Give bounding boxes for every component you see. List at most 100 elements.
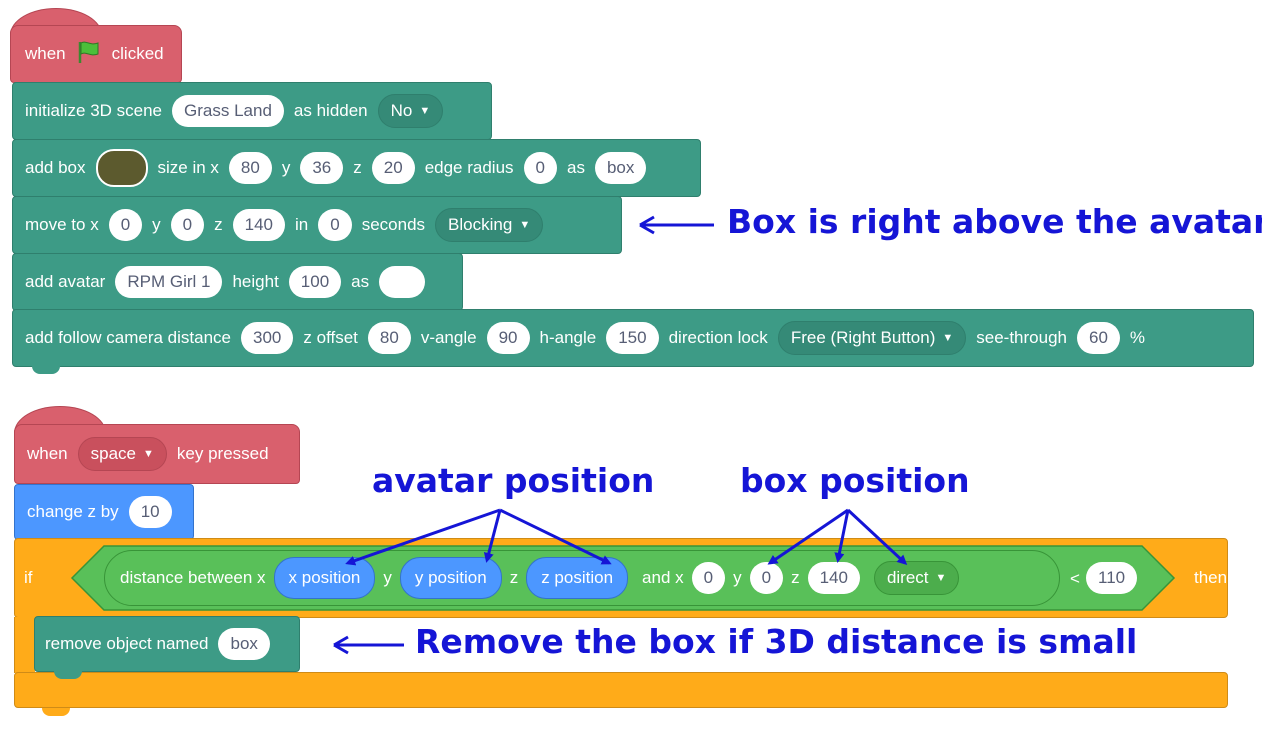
threshold-input[interactable]: 110 [1086, 562, 1138, 594]
seconds-input[interactable]: 0 [318, 209, 352, 241]
see-through-input[interactable]: 60 [1077, 322, 1120, 354]
box-z-input[interactable]: 140 [807, 562, 860, 594]
if-label: if [24, 568, 33, 587]
height-input[interactable]: 100 [288, 266, 342, 298]
caret-down-icon: ▼ [519, 219, 531, 231]
y-position-reporter[interactable]: y position [399, 557, 502, 599]
as-label: as [351, 272, 370, 291]
move-mode-value: Blocking [448, 215, 513, 234]
as-label: as [567, 158, 585, 177]
size-y-input[interactable]: 36 [300, 152, 344, 184]
move-mode-dropdown[interactable]: Blocking ▼ [435, 208, 544, 242]
less-than-label: < [1070, 569, 1080, 588]
v-angle-input[interactable]: 90 [486, 322, 530, 354]
add-avatar-block[interactable]: add avatar RPM Girl 1 height 100 as [12, 253, 463, 311]
z-label: z [509, 568, 519, 587]
z-label: z [791, 568, 800, 587]
box-y-input[interactable]: 0 [749, 562, 784, 594]
remove-name-input[interactable]: box [218, 628, 270, 660]
green-flag-icon [76, 40, 102, 69]
add-avatar-label: add avatar [25, 272, 106, 291]
h-angle-input[interactable]: 150 [606, 322, 659, 354]
change-z-block[interactable]: change z by 10 [14, 484, 194, 540]
edge-radius-label: edge radius [424, 158, 514, 177]
h-angle-label: h-angle [539, 328, 597, 347]
key-dropdown[interactable]: space ▼ [77, 437, 167, 471]
hidden-value: No [390, 101, 413, 120]
z-offset-input[interactable]: 80 [367, 322, 411, 354]
x-position-reporter[interactable]: x position [273, 557, 376, 599]
avatar-name-input[interactable] [379, 266, 426, 298]
distance-mode-dropdown[interactable]: direct ▼ [873, 561, 960, 595]
add-box-label: add box [25, 158, 86, 177]
size-z-input[interactable]: 20 [371, 152, 415, 184]
z-offset-label: z offset [303, 328, 358, 347]
when-label: when [27, 444, 68, 463]
annotation-remove-box: Remove the box if 3D distance is small [415, 622, 1138, 661]
follow-camera-label: add follow camera distance [25, 328, 232, 347]
if-footer [14, 672, 1228, 708]
when-label: when [25, 44, 66, 63]
block-notch [32, 366, 60, 374]
clicked-label: clicked [111, 44, 164, 63]
change-z-label: change z by [27, 502, 119, 521]
when-key-pressed-block[interactable]: when space ▼ key pressed [14, 424, 300, 484]
block-notch [42, 708, 70, 716]
distance-mode-value: direct [886, 568, 929, 587]
direction-lock-label: direction lock [668, 328, 768, 347]
move-x-input[interactable]: 0 [108, 209, 143, 241]
move-to-block[interactable]: move to x 0 y 0 z 140 in 0 seconds Block… [12, 196, 622, 254]
v-angle-label: v-angle [420, 328, 477, 347]
edge-radius-input[interactable]: 0 [523, 152, 557, 184]
height-label: height [232, 272, 279, 291]
if-side [14, 617, 35, 673]
z-label: z [353, 158, 362, 177]
then-label: then [1194, 568, 1228, 587]
move-y-input[interactable]: 0 [170, 209, 205, 241]
annotation-avatar-position: avatar position [372, 461, 655, 500]
change-z-input[interactable]: 10 [128, 496, 172, 528]
seconds-label: seconds [361, 215, 426, 234]
key-pressed-label: key pressed [176, 444, 269, 463]
y-label: y [733, 568, 742, 587]
y-label: y [281, 158, 291, 177]
distance-between-label: distance between x [120, 568, 266, 587]
initialize-scene-label: initialize 3D scene [25, 101, 163, 120]
in-label: in [295, 215, 309, 234]
when-flag-clicked-block[interactable]: when clicked [10, 25, 182, 83]
caret-down-icon: ▼ [419, 105, 431, 117]
annotation-box-position: box position [740, 461, 970, 500]
as-hidden-label: as hidden [293, 101, 368, 120]
initialize-scene-block[interactable]: initialize 3D scene Grass Land as hidden… [12, 82, 492, 140]
box-x-input[interactable]: 0 [691, 562, 726, 594]
caret-down-icon: ▼ [942, 332, 954, 344]
annotation-box-above: Box is right above the avatar [727, 202, 1262, 241]
percent-label: % [1129, 328, 1146, 347]
left-arrow-icon [333, 635, 404, 655]
move-to-x-label: move to x [25, 215, 99, 234]
box-color-swatch[interactable] [95, 149, 148, 187]
caret-down-icon: ▼ [935, 572, 947, 584]
scene-input[interactable]: Grass Land [172, 95, 284, 127]
move-z-input[interactable]: 140 [232, 209, 286, 241]
size-x-input[interactable]: 80 [228, 152, 272, 184]
size-in-x-label: size in x [157, 158, 219, 177]
box-name-input[interactable]: box [594, 152, 647, 184]
left-arrow-icon [639, 215, 714, 235]
caret-down-icon: ▼ [143, 448, 154, 460]
and-x-label: and x [642, 568, 684, 587]
y-label: y [152, 215, 161, 234]
distance-input[interactable]: 300 [241, 322, 294, 354]
follow-camera-block[interactable]: add follow camera distance 300 z offset … [12, 309, 1254, 367]
block-notch [54, 671, 82, 679]
hidden-dropdown[interactable]: No ▼ [377, 94, 444, 128]
avatar-input[interactable]: RPM Girl 1 [115, 266, 223, 298]
y-label: y [383, 568, 392, 587]
see-through-label: see-through [976, 328, 1067, 347]
remove-object-block[interactable]: remove object named box [34, 616, 300, 672]
z-label: z [214, 215, 223, 234]
condition-content: distance between x x position y y positi… [104, 550, 967, 606]
key-value: space [90, 444, 137, 463]
direction-lock-dropdown[interactable]: Free (Right Button)▼ [777, 321, 967, 355]
